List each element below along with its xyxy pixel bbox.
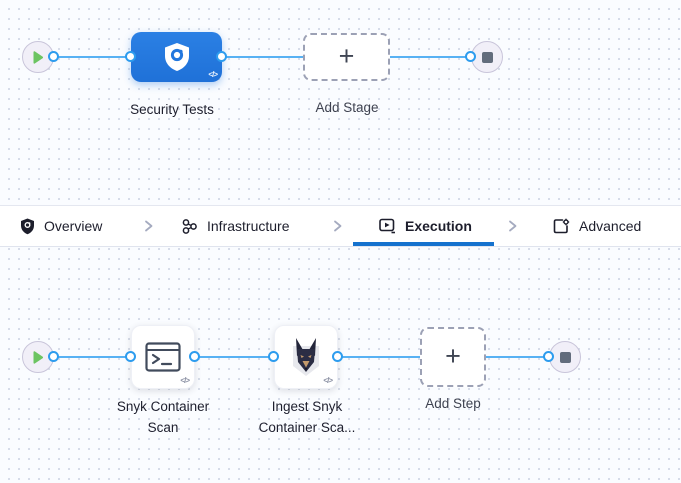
chevron-right-icon <box>509 220 517 232</box>
tab-label: Advanced <box>579 218 642 234</box>
tab-execution[interactable]: Execution <box>379 206 472 246</box>
connector-dot[interactable] <box>48 351 59 362</box>
step-code-glyph: </> <box>323 376 333 385</box>
tab-label: Overview <box>44 218 103 234</box>
play-icon <box>33 350 44 364</box>
plus-icon: + <box>445 340 461 371</box>
active-tab-underline <box>353 242 494 246</box>
execution-icon <box>379 218 395 234</box>
shield-icon <box>21 218 34 234</box>
stage-connector-line <box>38 56 487 58</box>
chevron-right-icon <box>334 220 342 232</box>
step-label-snyk-container-scan: Snyk Container Scan <box>116 399 210 435</box>
stage-label: Security Tests <box>130 102 214 117</box>
connector-dot[interactable] <box>216 51 227 62</box>
step-label-ingest-snyk: Ingest Snyk Container Sca... <box>258 399 356 435</box>
step-node-snyk-container-scan[interactable]: </> <box>131 325 195 389</box>
add-step-label: Add Step <box>425 396 481 411</box>
connector-dot[interactable] <box>125 51 136 62</box>
tab-infrastructure[interactable]: Infrastructure <box>181 206 289 246</box>
tab-overview[interactable]: Overview <box>20 206 102 246</box>
advanced-icon <box>553 218 570 233</box>
connector-dot[interactable] <box>543 351 554 362</box>
step-node-ingest-snyk[interactable]: </> <box>274 325 338 389</box>
connector-dot[interactable] <box>48 51 59 62</box>
connector-dot[interactable] <box>268 351 279 362</box>
connector-dot[interactable] <box>189 351 200 362</box>
step-code-glyph: </> <box>180 376 190 385</box>
tab-label: Execution <box>405 218 472 234</box>
stop-icon <box>559 351 571 363</box>
add-step-button[interactable]: + <box>420 327 486 387</box>
tab-label: Infrastructure <box>207 218 290 234</box>
terminal-icon <box>145 342 181 372</box>
connector-dot[interactable] <box>125 351 136 362</box>
step-end-node[interactable] <box>549 341 581 373</box>
add-stage-label: Add Stage <box>315 100 379 115</box>
plus-icon: + <box>338 40 355 71</box>
chevron-right-icon <box>145 220 153 232</box>
stage-code-glyph: </> <box>208 70 218 79</box>
stage-end-node[interactable] <box>471 41 503 73</box>
add-stage-button[interactable]: + <box>303 33 390 81</box>
stage-detail-tab-bar: Overview Infrastructure Execut <box>0 205 681 247</box>
infrastructure-icon <box>182 218 197 234</box>
play-icon <box>33 50 44 64</box>
security-shield-icon <box>164 43 189 71</box>
stage-node-security-tests[interactable]: </> <box>131 32 222 82</box>
snyk-dog-icon <box>293 338 319 376</box>
stop-icon <box>481 51 493 63</box>
connector-dot[interactable] <box>332 351 343 362</box>
connector-dot[interactable] <box>465 51 476 62</box>
tab-advanced[interactable]: Advanced <box>553 206 641 246</box>
